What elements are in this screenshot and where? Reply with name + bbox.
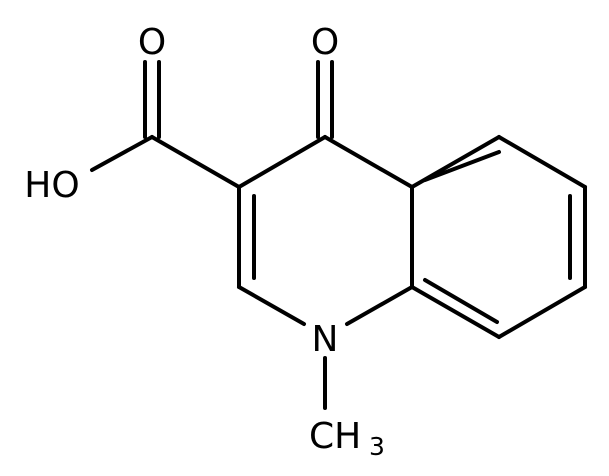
bonds: [90, 60, 587, 410]
bond-c5-c6: [497, 135, 587, 189]
atom-ch-subscript: 3: [369, 432, 385, 461]
atom-ch: CH: [309, 416, 361, 457]
bond-c4-c4a: [323, 135, 414, 189]
bond-c2-n1: [237, 285, 306, 326]
atom-o-ketone: O: [311, 22, 339, 63]
bond-c7-c8: [497, 285, 587, 339]
bond-c3-c4: [237, 135, 327, 189]
bond-n1-c8a: [345, 285, 414, 326]
bond-inner-c8-c8a: [423, 278, 499, 324]
atom-n: N: [312, 319, 339, 360]
atom-o-carbonyl: O: [138, 22, 166, 63]
bond-inner-c4a-c5: [423, 150, 501, 182]
atom-labels: O HO O N CH 3: [24, 22, 385, 461]
bond-c-oh: [90, 135, 154, 172]
bond-cooh-c3: [150, 135, 241, 189]
atom-ho: HO: [24, 165, 79, 206]
bond-c8-c8a: [410, 285, 501, 339]
